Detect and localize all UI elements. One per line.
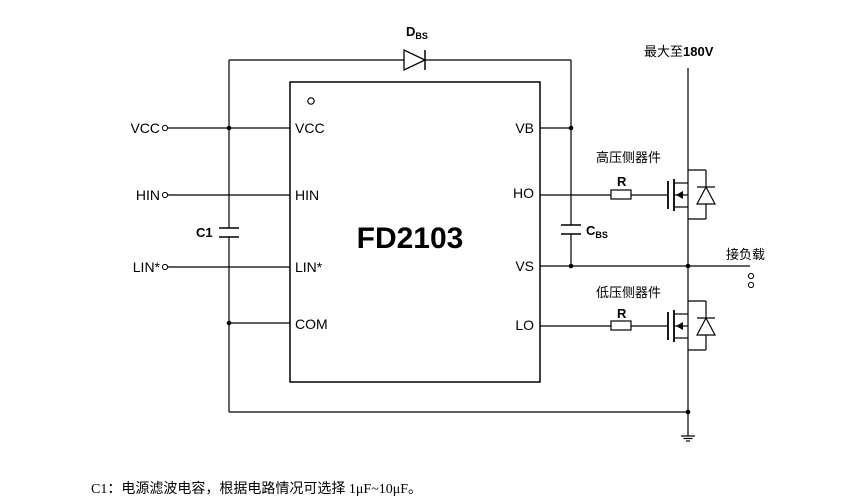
bootstrap-diode	[403, 48, 427, 72]
cbs-label: CBS	[586, 223, 608, 240]
footnote: C1：电源滤波电容，根据电路情况可选择 1μF~10μF。	[91, 480, 422, 497]
node-vb	[568, 125, 574, 131]
pin-label-vb: VB	[515, 120, 534, 136]
node-ground	[685, 409, 691, 415]
load-terminal-2	[747, 281, 755, 289]
input-label-vcc: VCC	[130, 120, 160, 136]
pin1-marker	[307, 97, 315, 105]
mosfet-low	[667, 300, 716, 351]
dbs-label: DBS	[406, 24, 428, 41]
pin-label-vs: VS	[515, 258, 534, 274]
low-side-label: 低压侧器件	[596, 286, 661, 301]
mosfet-high	[667, 169, 716, 220]
pin-label-lin: LIN*	[295, 259, 323, 275]
input-terminal-hin	[161, 191, 169, 199]
resistor-high-label: R	[617, 174, 627, 189]
node-vcc	[226, 125, 232, 131]
high-side-label: 高压侧器件	[596, 150, 661, 166]
load-label: 接负载	[726, 247, 765, 263]
pin-label-lo: LO	[515, 317, 534, 333]
resistor-low	[610, 320, 632, 331]
input-label-hin: HIN	[136, 187, 160, 203]
supply-label: 最大至180V	[644, 44, 714, 60]
node-vs	[568, 263, 574, 269]
node-com	[226, 320, 232, 326]
load-terminal-1	[747, 272, 755, 280]
mosfet-high-arrow	[676, 191, 683, 199]
ground-icon	[681, 435, 695, 442]
input-label-lin: LIN*	[133, 259, 161, 275]
resistor-low-label: R	[617, 306, 627, 321]
chip-name: FD2103	[357, 222, 464, 255]
input-terminal-lin	[161, 263, 169, 271]
c1-label: C1	[196, 225, 213, 240]
pin-label-hin: HIN	[295, 187, 319, 203]
mosfet-low-arrow	[676, 322, 683, 330]
ic-body	[289, 81, 541, 383]
pin-label-ho: HO	[513, 185, 534, 201]
input-terminal-vcc	[161, 124, 169, 132]
resistor-high	[610, 189, 632, 200]
pin-label-vcc: VCC	[295, 120, 325, 136]
pin-label-com: COM	[295, 316, 328, 332]
